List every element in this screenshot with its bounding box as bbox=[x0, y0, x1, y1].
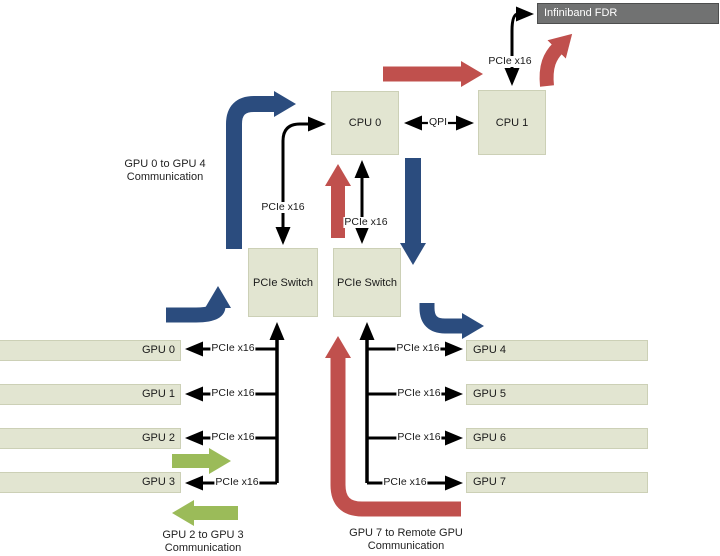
caption-line: GPU 0 to GPU 4 bbox=[124, 158, 206, 170]
gpu7-node: GPU 7 bbox=[466, 472, 648, 493]
caption-line: GPU 7 to Remote GPU bbox=[349, 527, 463, 539]
gpu7-label: GPU 7 bbox=[473, 476, 507, 488]
pcie-x16-label: PCIe x16 bbox=[210, 387, 256, 399]
pcie-x16-label: PCIe x16 bbox=[214, 476, 260, 488]
right-switch-gpu-bus-lines bbox=[359, 322, 463, 491]
pcie-x16-label: PCIe x16 bbox=[396, 431, 442, 443]
cpu1-infiniband-link-line bbox=[504, 6, 534, 86]
pcie-switch-left-node: PCIe Switch bbox=[248, 248, 318, 317]
gpu6-label: GPU 6 bbox=[473, 432, 507, 444]
caption-line: Communication bbox=[126, 170, 204, 183]
gpu3-node: GPU 3 bbox=[0, 472, 181, 493]
gpu2-node: GPU 2 bbox=[0, 428, 181, 449]
caption-line: Communication bbox=[367, 539, 445, 552]
pcie-x16-label: PCIe x16 bbox=[382, 476, 428, 488]
cpu0-left-switch-link-line bbox=[275, 116, 326, 245]
infiniband-fdr-node: Infiniband FDR bbox=[537, 3, 719, 24]
pcie-x16-label: PCIe x16 bbox=[487, 55, 533, 67]
pcie-x16-label: PCIe x16 bbox=[395, 342, 441, 354]
left-switch-gpu-bus-lines bbox=[185, 322, 285, 491]
gpu3-label: GPU 3 bbox=[141, 476, 175, 488]
gpu1-node: GPU 1 bbox=[0, 384, 181, 405]
pcie-switch-right-node: PCIe Switch bbox=[333, 248, 401, 317]
cpu0-label: CPU 0 bbox=[348, 117, 382, 129]
pcie-switch-left-label: PCIe Switch bbox=[253, 276, 313, 289]
blue-flow-gpu0-to-gpu4-arrows bbox=[166, 91, 484, 339]
infiniband-fdr-label: Infiniband FDR bbox=[544, 7, 618, 19]
red-flow-gpu7-to-remote-arrows bbox=[325, 33, 573, 517]
gpu6-node: GPU 6 bbox=[466, 428, 648, 449]
caption-line: Communication bbox=[164, 541, 242, 554]
cpu0-node: CPU 0 bbox=[331, 91, 399, 155]
pcie-x16-label: PCIe x16 bbox=[260, 201, 306, 213]
pcie-x16-label: PCIe x16 bbox=[343, 216, 389, 228]
pcie-switch-right-label: PCIe Switch bbox=[337, 276, 397, 289]
gpu4-label: GPU 4 bbox=[473, 344, 507, 356]
gpu0-label: GPU 0 bbox=[141, 344, 175, 356]
gpu5-label: GPU 5 bbox=[473, 388, 507, 400]
gpu5-node: GPU 5 bbox=[466, 384, 648, 405]
pcie-x16-label: PCIe x16 bbox=[210, 431, 256, 443]
caption-gpu2-to-gpu3: GPU 2 to GPU 3 Communication bbox=[128, 529, 278, 554]
gpu1-label: GPU 1 bbox=[141, 388, 175, 400]
qpi-label: QPI bbox=[427, 116, 449, 128]
caption-gpu7-to-remote: GPU 7 to Remote GPU Communication bbox=[331, 527, 481, 552]
gpu2-label: GPU 2 bbox=[141, 432, 175, 444]
cpu1-label: CPU 1 bbox=[495, 116, 529, 129]
gpu4-node: GPU 4 bbox=[466, 340, 648, 361]
pcie-x16-label: PCIe x16 bbox=[396, 387, 442, 399]
pcie-x16-label: PCIe x16 bbox=[210, 342, 256, 354]
gpu0-node: GPU 0 bbox=[0, 340, 181, 361]
caption-line: GPU 2 to GPU 3 bbox=[162, 529, 244, 541]
green-flow-gpu2-gpu3-arrows bbox=[172, 448, 238, 526]
caption-gpu0-to-gpu4: GPU 0 to GPU 4 Communication bbox=[90, 158, 240, 183]
cpu1-node: CPU 1 bbox=[478, 90, 546, 155]
